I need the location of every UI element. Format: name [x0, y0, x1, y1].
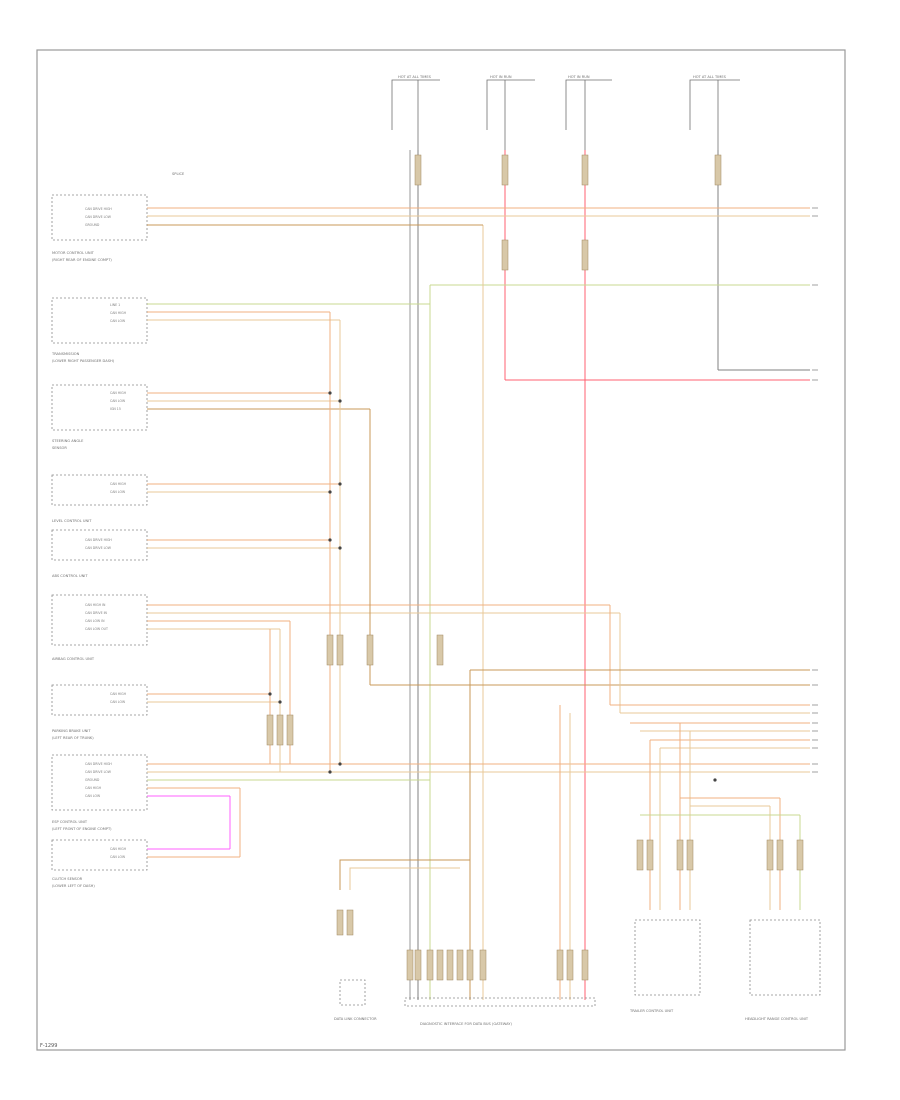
- headlight-label: HEADLIGHT RANGE CONTROL UNIT: [745, 1017, 809, 1021]
- bottom-labels: DATA LINK CONNECTOR DIAGNOSTIC INTERFACE…: [334, 1009, 809, 1026]
- svg-text:CAN HIGH IN: CAN HIGH IN: [85, 603, 106, 607]
- svg-text:CAN HIGH: CAN HIGH: [110, 847, 127, 851]
- svg-text:ABS CONTROL UNIT: ABS CONTROL UNIT: [52, 574, 88, 578]
- svg-text:CAN HIGH: CAN HIGH: [110, 311, 127, 315]
- right-terminals: [812, 207, 818, 773]
- module-esp-control: CAN DRIVE HIGH CAN DRIVE LOW GROUND CAN …: [51, 754, 810, 831]
- svg-text:CLUTCH SENSOR: CLUTCH SENSOR: [52, 877, 83, 881]
- can-bus-risers: [269, 312, 810, 1000]
- module-airbag-control: CAN HIGH IN CAN DRIVE IN CAN LOW IN CAN …: [51, 594, 620, 661]
- page-id: F-1299: [40, 1043, 57, 1049]
- svg-text:CAN DRIVE HIGH: CAN DRIVE HIGH: [85, 207, 112, 211]
- inline-connectors: [266, 154, 804, 871]
- svg-text:(LOWER RIGHT PASSENGER DASH): (LOWER RIGHT PASSENGER DASH): [52, 359, 115, 363]
- svg-text:CAN HIGH: CAN HIGH: [110, 391, 127, 395]
- svg-text:CAN DRIVE HIGH: CAN DRIVE HIGH: [85, 538, 112, 542]
- svg-text:(LEFT FRONT OF ENGINE COMPT): (LEFT FRONT OF ENGINE COMPT): [52, 827, 112, 831]
- svg-text:HOT IN RUN: HOT IN RUN: [568, 75, 590, 79]
- svg-text:AIRBAG CONTROL UNIT: AIRBAG CONTROL UNIT: [52, 657, 95, 661]
- module-level-control: CAN HIGH CAN LOW LEVEL CONTROL UNIT: [51, 474, 340, 523]
- svg-text:STEERING ANGLE: STEERING ANGLE: [52, 439, 84, 443]
- module-transmission: LINE 1 CAN HIGH CAN LOW TRANSMISSION (LO…: [51, 297, 430, 363]
- svg-text:CAN HIGH: CAN HIGH: [110, 692, 127, 696]
- svg-text:HOT AT ALL TIMES: HOT AT ALL TIMES: [693, 75, 727, 79]
- svg-text:LINE 1: LINE 1: [110, 303, 120, 307]
- module-abs-control: CAN DRIVE HIGH CAN DRIVE LOW ABS CONTROL…: [51, 529, 340, 578]
- svg-text:CAN DRIVE HIGH: CAN DRIVE HIGH: [85, 762, 112, 766]
- svg-text:CAN LOW: CAN LOW: [110, 700, 126, 704]
- svg-text:HOT AT ALL TIMES: HOT AT ALL TIMES: [398, 75, 432, 79]
- dlc-label: DATA LINK CONNECTOR: [334, 1017, 377, 1021]
- svg-text:CAN LOW: CAN LOW: [110, 399, 126, 403]
- trunk-wires: [409, 150, 810, 1000]
- svg-text:LEVEL CONTROL UNIT: LEVEL CONTROL UNIT: [52, 519, 92, 523]
- module-parking-brake: CAN HIGH CAN LOW PARKING BRAKE UNIT (LEF…: [51, 684, 280, 740]
- svg-text:GROUND: GROUND: [85, 778, 100, 782]
- gateway-label: DIAGNOSTIC INTERFACE FOR DATA BUS (GATEW…: [420, 1022, 512, 1026]
- svg-text:CAN LOW: CAN LOW: [110, 319, 126, 323]
- svg-text:GROUND: GROUND: [85, 223, 100, 227]
- svg-text:SENSOR: SENSOR: [52, 446, 67, 450]
- svg-text:CAN DRIVE IN: CAN DRIVE IN: [85, 611, 108, 615]
- svg-text:(LEFT REAR OF TRUNK): (LEFT REAR OF TRUNK): [52, 736, 94, 740]
- svg-text:CAN LOW: CAN LOW: [110, 490, 126, 494]
- trailer-label: TRAILER CONTROL UNIT: [629, 1009, 674, 1013]
- svg-text:(RIGHT REAR OF ENGINE COMPT): (RIGHT REAR OF ENGINE COMPT): [52, 258, 112, 262]
- module-steering-angle: CAN HIGH CAN LOW IGN 15 STEERING ANGLE S…: [51, 384, 370, 450]
- fuse-feeds: [391, 79, 740, 150]
- svg-text:(LOWER LEFT OF DASH): (LOWER LEFT OF DASH): [52, 884, 95, 888]
- svg-text:HOT IN RUN: HOT IN RUN: [490, 75, 512, 79]
- module-motor-control: CAN DRIVE HIGH CAN DRIVE LOW GROUND MOTO…: [51, 194, 810, 262]
- module-clutch-sensor: CAN HIGH CAN LOW CLUTCH SENSOR (LOWER LE…: [51, 788, 241, 888]
- svg-text:ESP CONTROL UNIT: ESP CONTROL UNIT: [52, 820, 88, 824]
- diagram-frame: [36, 49, 846, 1051]
- svg-text:MOTOR CONTROL UNIT: MOTOR CONTROL UNIT: [52, 251, 95, 255]
- svg-text:CAN LOW IN: CAN LOW IN: [85, 619, 105, 623]
- svg-text:CAN DRIVE LOW: CAN DRIVE LOW: [85, 215, 112, 219]
- svg-text:PARKING BRAKE UNIT: PARKING BRAKE UNIT: [52, 729, 91, 733]
- bottom-components: [339, 919, 821, 1007]
- splice-label: SPLICE: [172, 172, 185, 176]
- splice-dots: [268, 391, 717, 782]
- svg-text:CAN DRIVE LOW: CAN DRIVE LOW: [85, 770, 112, 774]
- svg-text:CAN DRIVE LOW: CAN DRIVE LOW: [85, 546, 112, 550]
- svg-text:CAN LOW OUT: CAN LOW OUT: [85, 627, 108, 631]
- svg-text:CAN HIGH: CAN HIGH: [110, 482, 127, 486]
- dlc-feed-wires: [339, 859, 470, 890]
- gateway-connector-pins: [336, 909, 589, 981]
- svg-text:CAN HIGH: CAN HIGH: [85, 786, 102, 790]
- svg-text:TRANSMISSION: TRANSMISSION: [51, 352, 80, 356]
- svg-text:CAN LOW: CAN LOW: [110, 855, 126, 859]
- fuse-feed-labels: HOT AT ALL TIMES HOT IN RUN HOT IN RUN H…: [398, 75, 727, 79]
- svg-text:IGN 15: IGN 15: [110, 407, 121, 411]
- svg-text:CAN LOW: CAN LOW: [85, 794, 101, 798]
